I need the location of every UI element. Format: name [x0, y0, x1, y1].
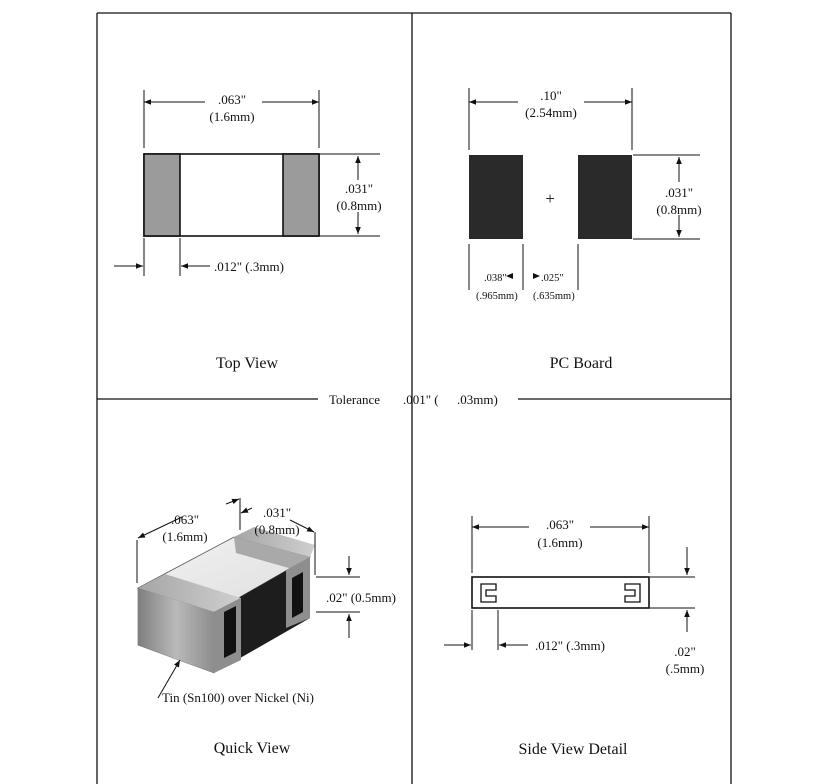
center-mark: + [545, 189, 555, 208]
tolerance-label: Tolerance [329, 392, 380, 407]
chip-3d [136, 527, 315, 674]
finish-note: Tin (Sn100) over Nickel (Ni) [162, 690, 314, 705]
sv-length-mm: (1.6mm) [537, 535, 582, 550]
qv-width-in: .031" [263, 505, 291, 520]
pcb-height-in: .031" [665, 185, 693, 200]
sv-height-in: .02" [674, 644, 696, 659]
side-view-caption: Side View Detail [519, 741, 629, 758]
pc-board-panel: + .10" (2.54mm) .031" (0.8mm) .038" (.96… [468, 88, 702, 372]
top-width-in: .031" [345, 181, 373, 196]
pad-width-in: .038" [484, 273, 507, 284]
top-length-in: .063" [218, 92, 246, 107]
qv-length-in: .063" [171, 512, 199, 527]
qv-length-mm: (1.6mm) [162, 529, 207, 544]
sv-height-mm: (.5mm) [666, 661, 705, 676]
quick-view-caption: Quick View [214, 740, 291, 757]
pcb-height-mm: (0.8mm) [656, 202, 701, 217]
tolerance-mm: .03mm) [457, 392, 498, 407]
side-profile [471, 576, 650, 609]
side-view-panel: .063" (1.6mm) .012" (.3mm) .02" (.5mm) S… [444, 516, 704, 758]
quick-view-panel: .063" (1.6mm) .031" (0.8mm) .02" (0.5mm)… [136, 498, 396, 757]
sv-terminal-dim: .012" (.3mm) [535, 638, 605, 653]
pc-board-caption: PC Board [550, 355, 613, 372]
top-view-panel: .063" (1.6mm) .031" (0.8mm) .012" (.3mm)… [114, 90, 382, 372]
right-terminal [282, 153, 320, 237]
qv-height: .02" (0.5mm) [326, 590, 396, 605]
pad-gap-mm: (.635mm) [533, 291, 575, 302]
tolerance-inches: .001" ( [403, 392, 439, 407]
frame [96, 12, 732, 784]
top-view-caption: Top View [216, 355, 279, 372]
left-terminal [143, 153, 181, 237]
pad-width-mm: (.965mm) [476, 291, 518, 302]
left-pad [469, 155, 523, 239]
top-width-mm: (0.8mm) [336, 198, 381, 213]
pcb-span-mm: (2.54mm) [525, 105, 577, 120]
top-terminal-dim: .012" (.3mm) [214, 259, 284, 274]
top-length-mm: (1.6mm) [209, 109, 254, 124]
pad-gap-in: .025" [541, 273, 564, 284]
qv-width-mm: (0.8mm) [254, 522, 299, 537]
right-pad [578, 155, 632, 239]
sv-length-in: .063" [546, 517, 574, 532]
pcb-span-in: .10" [540, 88, 562, 103]
tolerance-note: Tolerance .001" ( .03mm) [329, 392, 498, 407]
